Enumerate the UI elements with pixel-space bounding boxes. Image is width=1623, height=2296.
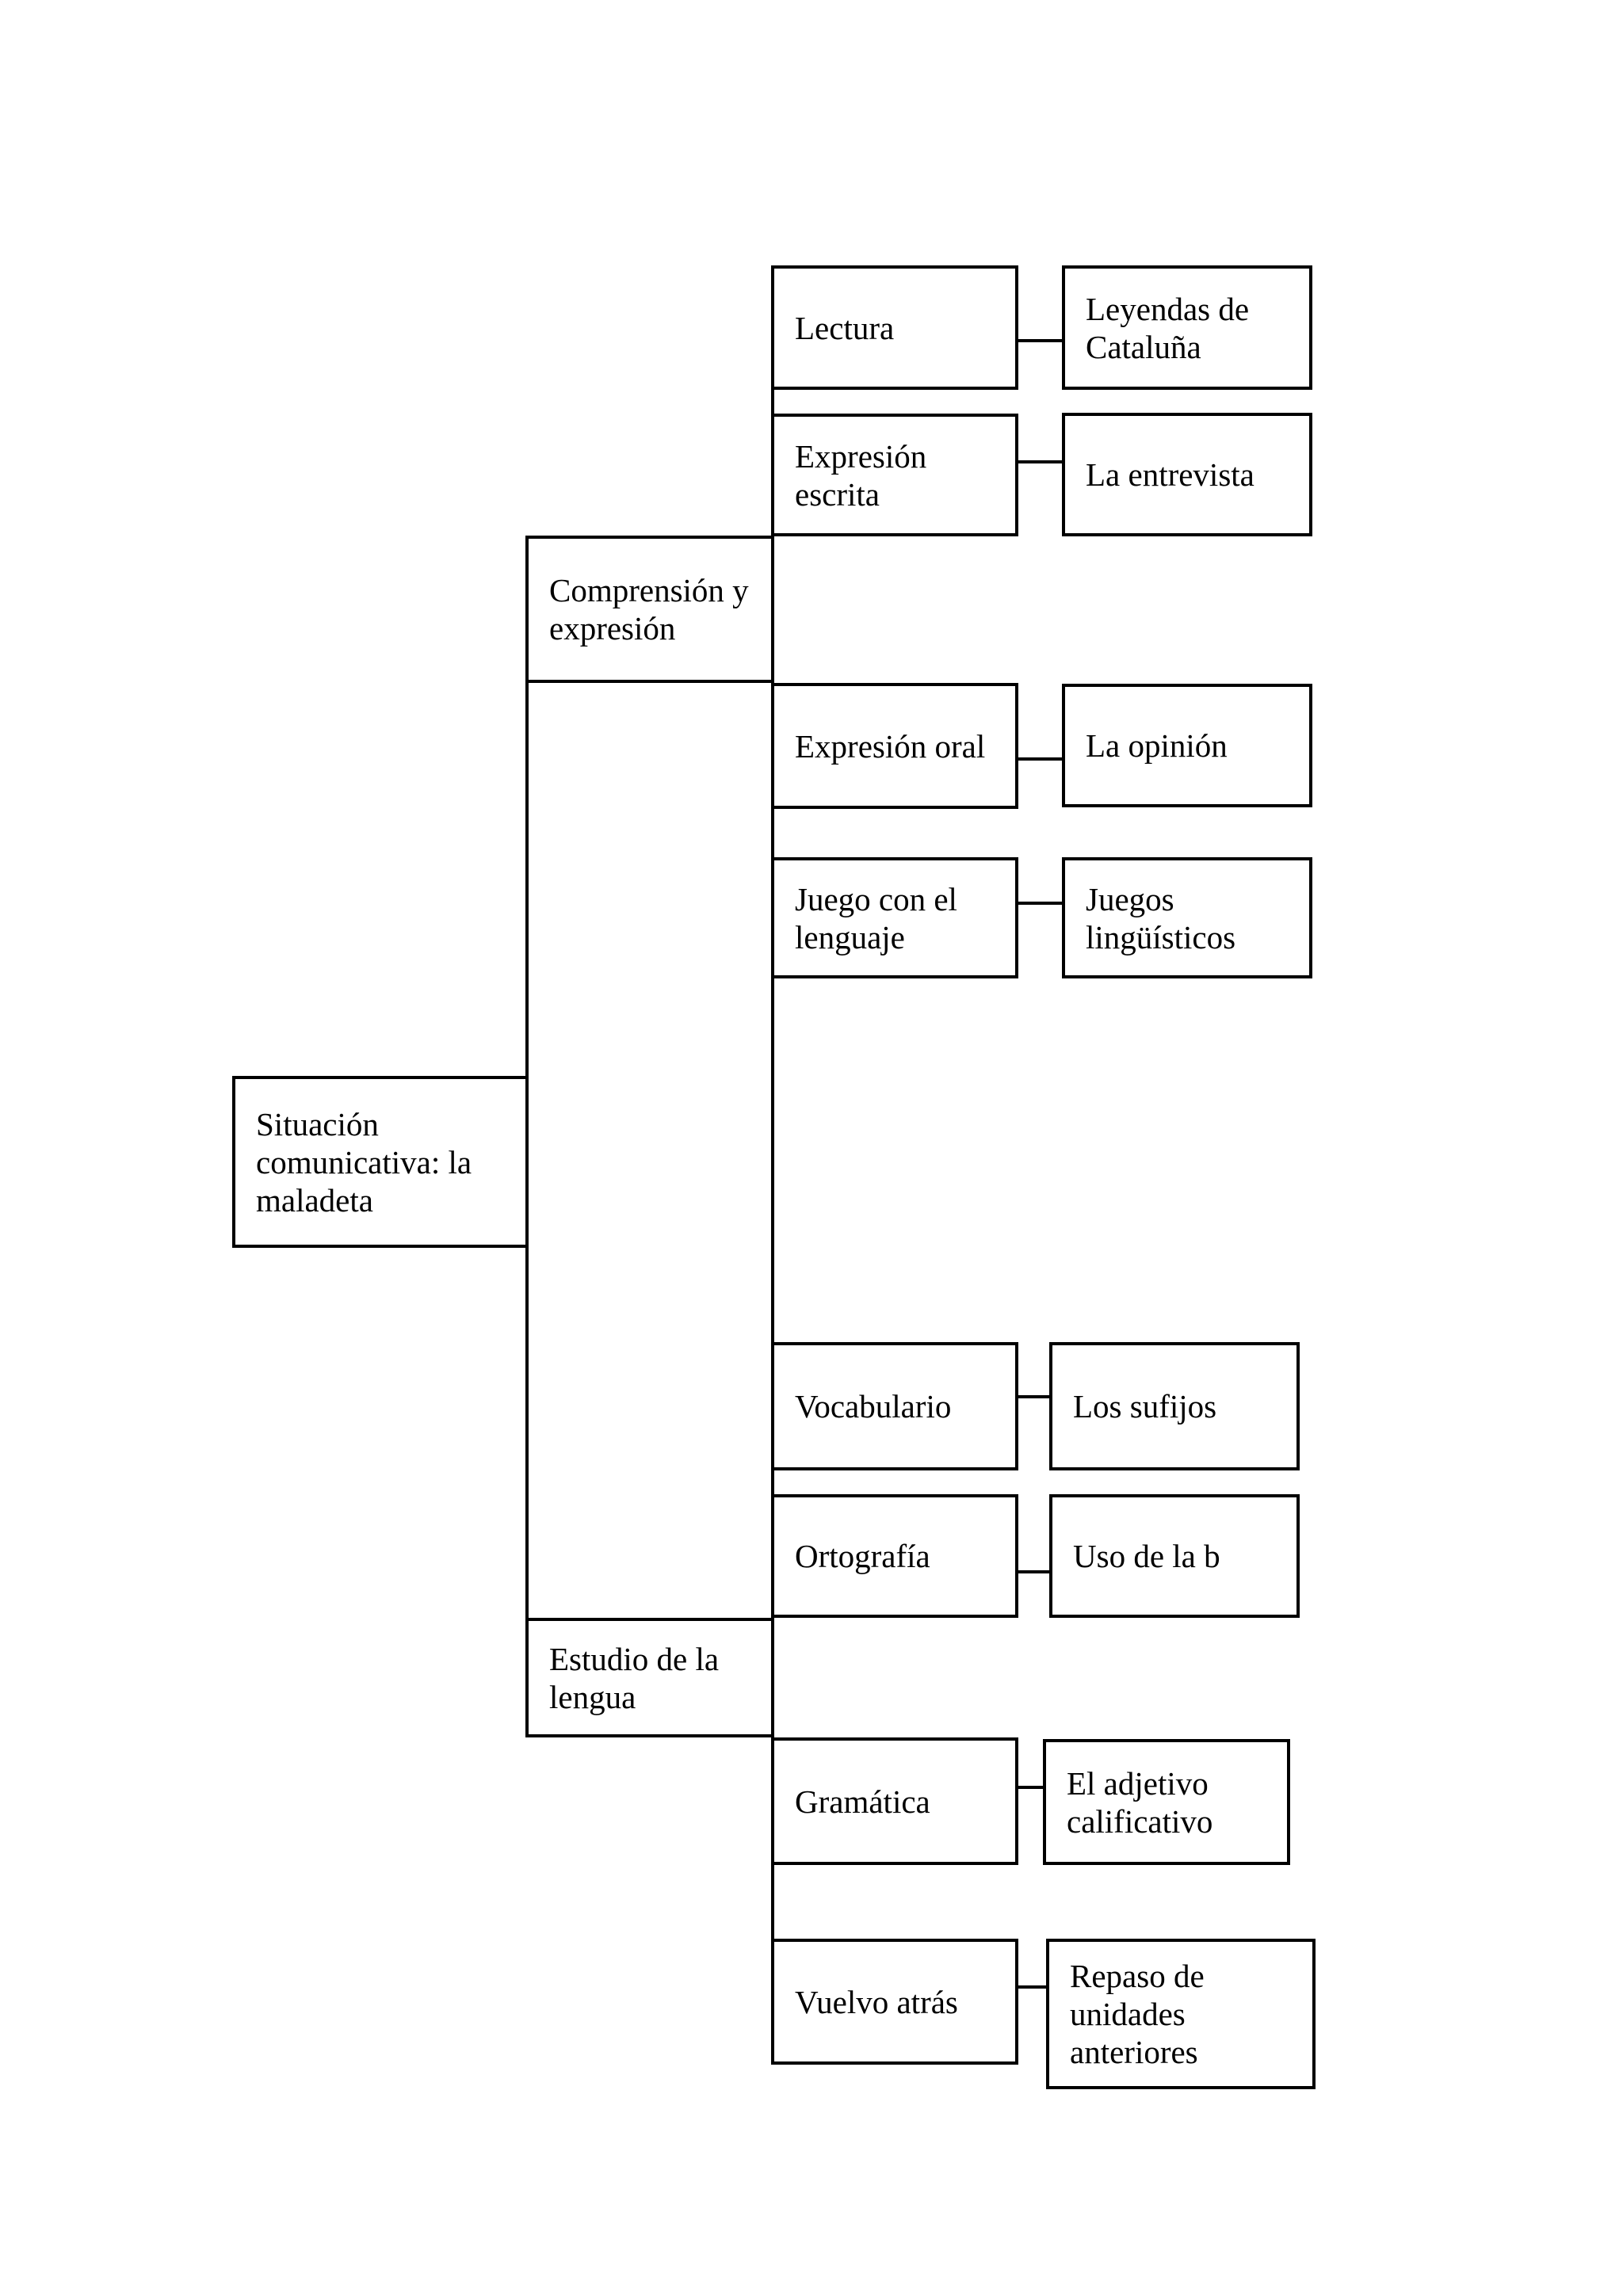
node-juego-con-el-lenguaje: Juego con el lenguaje	[771, 857, 1018, 978]
topic-uso-de-la-b: Uso de la b	[1049, 1494, 1300, 1618]
connector-line-ortografia	[1018, 1570, 1051, 1573]
node-lectura: Lectura	[771, 265, 1018, 390]
node-estudio-de-la-lengua: Estudio de la lengua	[525, 1618, 774, 1737]
connector-line-vuelvo-atras	[1018, 1985, 1048, 1989]
connector-line-expresion-escrita	[1018, 460, 1064, 463]
node-comprension-y-expresion: Comprensión y expresión	[525, 536, 774, 683]
connector-line-gramatica	[1018, 1786, 1044, 1789]
topic-leyendas-de-cataluna: Leyendas de Cataluña	[1062, 265, 1312, 390]
connector-line-vocabulario	[1018, 1395, 1051, 1398]
connector-line-expresion-oral	[1018, 757, 1064, 761]
spine-line	[771, 265, 774, 2065]
topic-la-entrevista: La entrevista	[1062, 413, 1312, 536]
topic-juegos-linguisticos: Juegos lingüísticos	[1062, 857, 1312, 978]
node-gramatica: Gramática	[771, 1737, 1018, 1865]
topic-los-sufijos: Los sufijos	[1049, 1342, 1300, 1470]
node-expresion-oral: Expresión oral	[771, 683, 1018, 809]
topic-repaso-de-unidades-anteriores: Repaso de unidades anteriores	[1046, 1939, 1316, 2089]
node-vuelvo-atras: Vuelvo atrás	[771, 1939, 1018, 2065]
topic-la-opinion: La opinión	[1062, 684, 1312, 807]
connector-line-lectura	[1018, 339, 1064, 342]
connector-line-juego-lenguaje	[1018, 902, 1064, 905]
topic-el-adjetivo-calificativo: El adjetivo calificativo	[1043, 1739, 1290, 1865]
node-situacion-comunicativa: Situación comunicativa: la maladeta	[232, 1076, 529, 1248]
node-vocabulario: Vocabulario	[771, 1342, 1018, 1470]
node-expresion-escrita: Expresión escrita	[771, 414, 1018, 536]
node-ortografia: Ortografía	[771, 1494, 1018, 1618]
